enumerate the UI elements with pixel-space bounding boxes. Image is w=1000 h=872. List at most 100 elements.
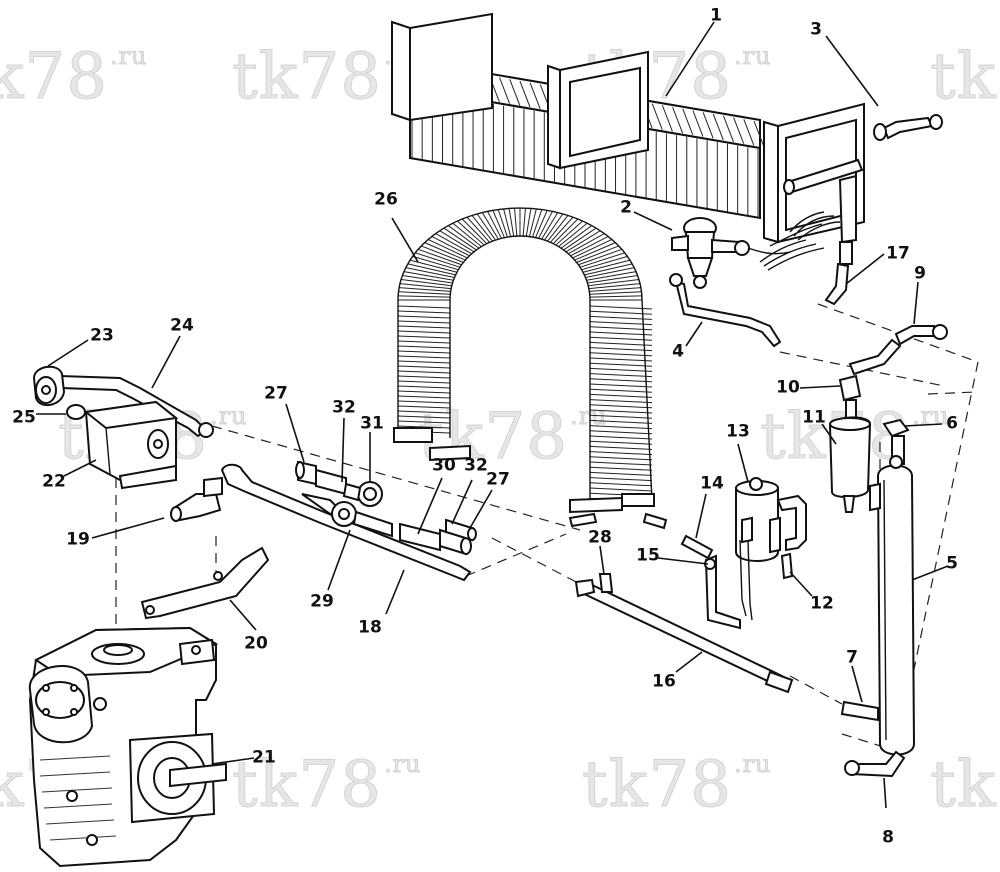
compressor-valve-hole (191, 645, 201, 655)
condenser-fin-left-leg (397, 375, 451, 379)
evaporator-suction-header (838, 174, 857, 244)
accumulator (680, 477, 807, 630)
evaporator-top-fin (529, 82, 541, 110)
fitting-19 (172, 493, 222, 522)
evaporator-top-fin (661, 105, 673, 132)
condenser-fin (492, 210, 505, 238)
callout-5: 5 (946, 553, 958, 574)
condenser-outline-outer (397, 207, 653, 501)
condenser-fin (399, 283, 452, 290)
callout-26: 26 (374, 189, 398, 210)
condenser-fin (431, 235, 470, 257)
condenser-fin (487, 211, 502, 239)
tube-14 (680, 534, 714, 560)
condenser-fin (586, 271, 637, 281)
condenser-fin (415, 252, 461, 268)
tube-15 (704, 554, 741, 630)
leader-7 (851, 665, 863, 703)
condenser-fin (405, 267, 455, 279)
condenser-fin (565, 230, 601, 253)
condenser-fin (435, 233, 472, 255)
condenser-fin (407, 263, 456, 276)
valve-31-inlet (342, 482, 362, 502)
condenser-fin (588, 283, 641, 290)
receiver-top-fitting (889, 455, 903, 469)
tube-9-nut (932, 324, 948, 340)
condenser-fin-right-leg (589, 310, 653, 315)
leader-lines (36, 21, 949, 809)
gasket-25 (66, 404, 86, 420)
condenser-fin-left-leg (397, 395, 451, 399)
condenser-fin (535, 210, 548, 238)
elbow-23-bore (41, 385, 51, 395)
condenser-fin-left-leg (397, 315, 451, 319)
condenser-fin-left-leg (397, 360, 451, 364)
valve-inlet (671, 234, 689, 251)
dash-liquid (491, 537, 581, 585)
filter-drier (828, 399, 872, 513)
condenser-fin (589, 295, 642, 298)
fitting-19-nut (170, 506, 182, 522)
dash-liquid-2 (779, 351, 945, 387)
leader-29 (327, 529, 351, 591)
receiver-outlet-7 (840, 700, 879, 722)
callout-7: 7 (846, 647, 858, 668)
condenser-fin (452, 222, 482, 247)
callout-2: 2 (620, 197, 632, 218)
callout-14: 14 (700, 473, 724, 494)
valve-22-top (83, 400, 179, 430)
fitting-10 (838, 374, 862, 402)
bolt (42, 684, 50, 692)
leader-10 (799, 385, 841, 389)
condenser-fin-left-leg (397, 390, 451, 394)
condenser-fin (584, 263, 633, 276)
condenser-fin-right-leg (589, 331, 653, 336)
leader-15 (657, 557, 709, 565)
evaporator-center-plate-inner (569, 66, 641, 158)
condenser-fin (538, 211, 553, 239)
fitting-nut-right (929, 114, 943, 130)
coupling-30 (399, 522, 441, 552)
connection-lines (115, 303, 979, 753)
compressor-ribs (39, 755, 117, 841)
condenser-fin-left-leg (397, 325, 451, 329)
evaporator-center-plate-side (547, 64, 561, 170)
condenser-fin-right-leg (589, 362, 653, 367)
leader-30 (417, 477, 443, 535)
suction-coupling (839, 241, 853, 265)
liquid-line-tube-4 (674, 280, 782, 348)
condenser-fin (522, 208, 526, 237)
condenser-fin (555, 220, 583, 246)
condenser-fin-right-leg (589, 404, 653, 409)
fitting-32b-face (460, 537, 472, 555)
bolt (70, 684, 78, 692)
evaporator-end-plate-right-side (763, 120, 779, 244)
condenser-fin (587, 275, 638, 284)
condenser-fin-right-leg (589, 315, 653, 320)
dash-receiver (789, 675, 843, 705)
receiver-side-valve (869, 482, 881, 512)
condenser-fin (581, 255, 628, 271)
condenser-fin-right-leg (589, 326, 653, 331)
tube-16 (578, 580, 784, 688)
fitting-8 (851, 750, 906, 778)
condenser-fin (547, 215, 569, 242)
drier-outlet (842, 495, 856, 513)
condenser-fin (563, 227, 597, 251)
condenser-fin-right-leg (589, 383, 653, 388)
leader-3 (825, 35, 879, 107)
compressor (28, 626, 227, 868)
condenser-fins (397, 207, 653, 502)
fitting-6 (882, 418, 910, 438)
condenser-foot-left-2 (429, 444, 471, 462)
leader-23 (47, 339, 89, 367)
condenser-fin-right-leg (589, 409, 653, 414)
callout-30: 30 (432, 455, 456, 476)
condenser-fin (503, 208, 512, 237)
receiver-tank (869, 455, 916, 756)
compressor-fitting (93, 697, 107, 711)
condenser-fin-right-leg (589, 425, 653, 430)
leader-32b (451, 479, 473, 525)
fitting-27b-face (467, 527, 477, 541)
